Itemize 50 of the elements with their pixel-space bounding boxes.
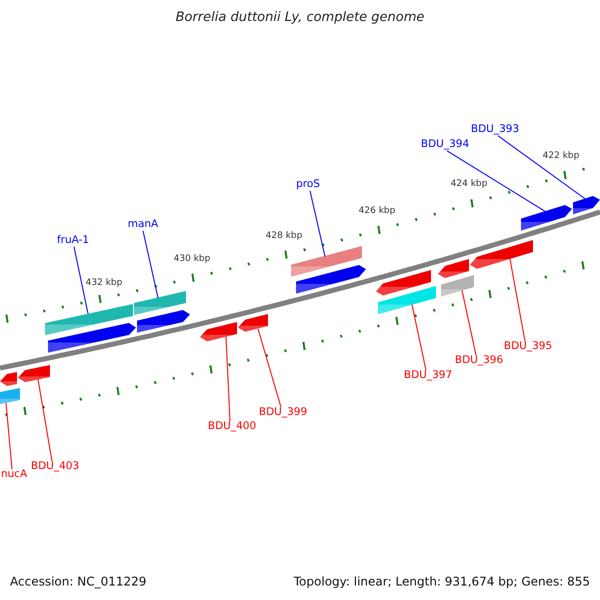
leader-line [74, 246, 88, 314]
gene-label: BDU_393 [470, 124, 520, 136]
feature-bar [378, 286, 436, 314]
leader-line [310, 190, 326, 257]
gene-block [238, 314, 268, 332]
leader-line [6, 402, 12, 470]
gene-label: BDU_394 [420, 139, 470, 151]
feature-bar [0, 388, 20, 404]
gene-label: fruA-1 [56, 235, 90, 247]
scale-label: 422 kbp [542, 152, 580, 162]
scale-label: 432 kbp [86, 279, 122, 289]
feature-bar [45, 304, 133, 335]
feature-bar [441, 274, 474, 296]
leader-line [446, 150, 546, 212]
accession-text: Accession: NC_011229 [10, 575, 146, 589]
gene-label: nucA [0, 469, 28, 481]
gene-block [200, 322, 237, 342]
gene-label: BDU_395 [504, 341, 552, 353]
scale-label: 430 kbp [174, 255, 210, 265]
gene-block [137, 310, 190, 333]
gene-block [573, 196, 600, 215]
leader-line [38, 378, 52, 462]
gene-label: proS [296, 179, 320, 191]
gene-block [438, 259, 469, 278]
leader-line [510, 258, 526, 342]
gene-block [296, 265, 366, 294]
gene-label: manA [128, 219, 158, 231]
genome-info-text: Topology: linear; Length: 931,674 bp; Genes: 855 [294, 575, 590, 589]
scale-label: 428 kbp [266, 232, 302, 242]
gene-block [470, 240, 533, 269]
gene-label: BDU_403 [30, 461, 80, 473]
feature-bar [291, 246, 362, 278]
gene-label: BDU_396 [454, 355, 504, 367]
leader-line [412, 304, 426, 371]
gene-block [0, 372, 17, 386]
gene-label: BDU_397 [404, 370, 452, 382]
leader-line [498, 135, 586, 200]
leader-line [142, 230, 158, 298]
scale-label: 424 kbp [450, 180, 488, 190]
leader-line [258, 328, 282, 408]
diagram-title: Borrelia duttonii Ly, complete genome [176, 10, 424, 26]
leader-line [226, 336, 230, 422]
gene-label: BDU_400 [208, 421, 256, 433]
gene-label: BDU_399 [258, 407, 308, 419]
feature-bar [134, 291, 186, 316]
leader-line [462, 290, 476, 356]
gene-block [48, 322, 136, 352]
scale-label: 426 kbp [358, 207, 396, 217]
gene-block [521, 205, 572, 231]
gene-block [376, 270, 431, 296]
